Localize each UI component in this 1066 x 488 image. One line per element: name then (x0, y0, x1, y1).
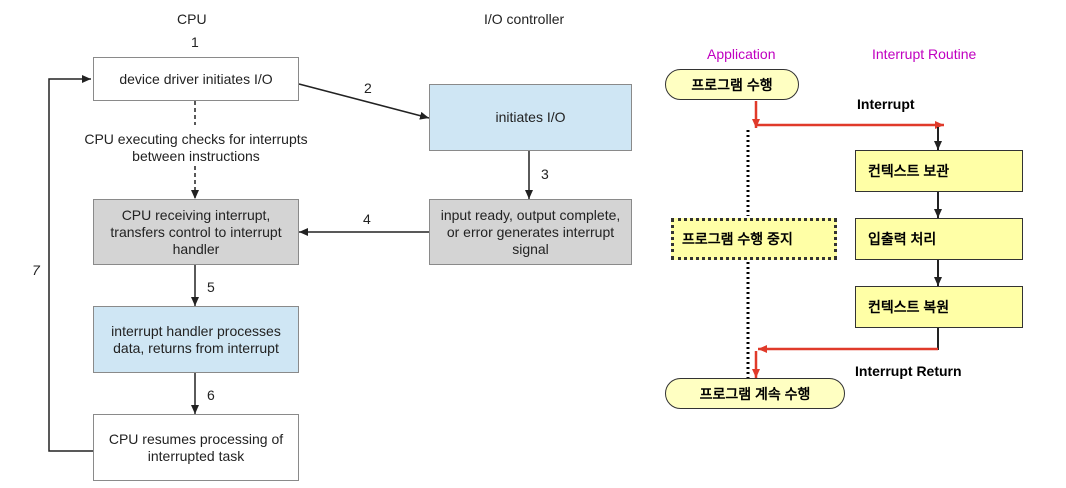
interrupt-handler-box: interrupt handler processes data, return… (93, 306, 299, 373)
arrow-step-2 (298, 83, 430, 120)
step-5-label: 5 (207, 279, 215, 295)
interrupt-return-label: Interrupt Return (855, 363, 962, 379)
step-7-label: 7 (32, 262, 40, 278)
step-4-label: 4 (363, 211, 371, 227)
program-continue-pill: 프로그램 계속 수행 (665, 378, 845, 409)
io-processing-box: 입출력 처리 (855, 218, 1023, 260)
cpu-checks-note: CPU executing checks for interrupts betw… (84, 131, 308, 164)
step-2-label: 2 (364, 80, 372, 96)
interrupt-label: Interrupt (857, 96, 915, 112)
application-column-label: Application (707, 46, 776, 62)
io-controller-column-heading: I/O controller (484, 11, 565, 27)
cpu-resumes-box: CPU resumes processing of interrupted ta… (93, 414, 299, 481)
interrupt-routine-column-label: Interrupt Routine (872, 46, 977, 62)
step-6-label: 6 (207, 387, 215, 403)
input-ready-box: input ready, output complete, or error g… (429, 199, 632, 265)
cpu-column-heading: CPU (177, 11, 207, 27)
initiates-io-box: initiates I/O (429, 84, 632, 151)
program-paused-box: 프로그램 수행 중지 (671, 218, 837, 260)
program-run-pill: 프로그램 수행 (665, 69, 799, 100)
cpu-receiving-interrupt-box: CPU receiving interrupt, transfers contr… (93, 199, 299, 265)
step-1-label: 1 (191, 34, 199, 50)
arrow-step-7-loop (48, 75, 93, 452)
save-context-box: 컨텍스트 보관 (855, 150, 1023, 192)
device-driver-box: device driver initiates I/O (93, 57, 299, 101)
restore-context-box: 컨텍스트 복원 (855, 286, 1023, 328)
step-3-label: 3 (541, 166, 549, 182)
